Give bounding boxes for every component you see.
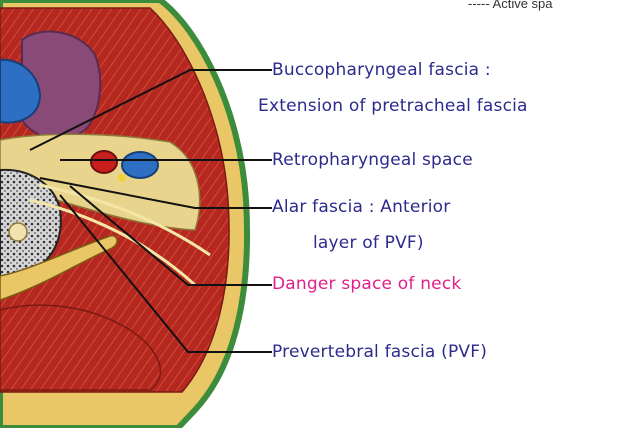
- jugular-vein: [122, 152, 158, 178]
- label-danger-space: Danger space of neck: [272, 274, 461, 294]
- label-alar-fascia-layer: layer of PVF): [313, 233, 424, 253]
- spinal-cord: [9, 223, 27, 241]
- label-buccopharyngeal-fascia: Buccopharyngeal fascia :: [272, 60, 491, 80]
- label-prevertebral-fascia: Prevertebral fascia (PVF): [272, 342, 487, 362]
- vagus-nerve: [118, 174, 126, 182]
- corner-note: ----- Active spa: [468, 0, 553, 11]
- label-buccopharyngeal-extension: Extension of pretracheal fascia: [258, 96, 528, 116]
- carotid-artery: [91, 151, 117, 173]
- label-alar-fascia: Alar fascia : Anterior: [272, 197, 450, 217]
- label-retropharyngeal-space: Retropharyngeal space: [272, 150, 473, 170]
